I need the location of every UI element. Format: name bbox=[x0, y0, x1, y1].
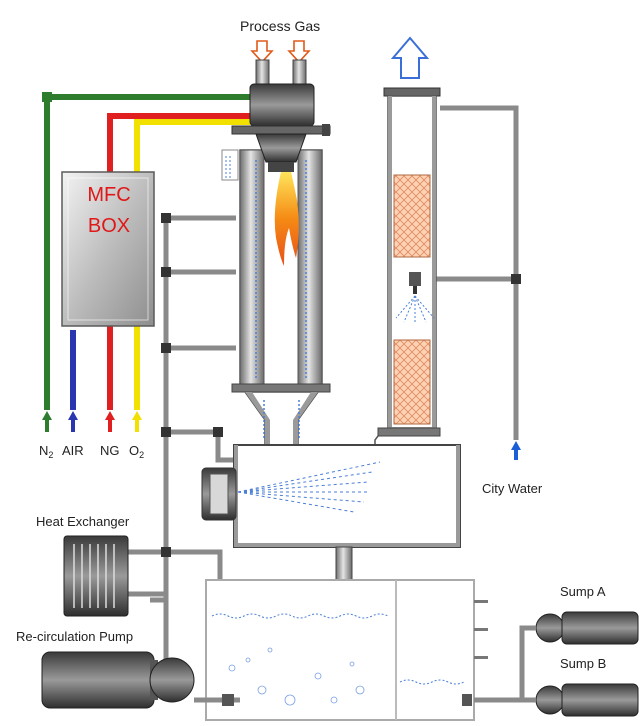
sump-a-pump bbox=[535, 611, 639, 645]
mfc-box-line2: BOX bbox=[88, 215, 130, 237]
packed-tower bbox=[374, 87, 441, 449]
city-water-tee bbox=[511, 274, 521, 284]
sump-outlet-fitting bbox=[462, 694, 472, 706]
spray-nozzle bbox=[395, 272, 435, 324]
exhaust-outlet-arrow bbox=[390, 36, 430, 79]
recirculation-pump bbox=[41, 651, 240, 709]
heat-exchanger bbox=[63, 535, 129, 617]
city-water-label: City Water bbox=[482, 481, 543, 496]
heat-exchanger-label: Heat Exchanger bbox=[36, 514, 130, 529]
gas-input-arrows bbox=[42, 411, 142, 432]
city-water-arrow bbox=[511, 441, 521, 460]
n2-label-sub: 2 bbox=[48, 450, 53, 460]
mfc-box: MFC BOX bbox=[61, 171, 155, 327]
sump-tank bbox=[205, 579, 488, 721]
combustion-chamber bbox=[221, 149, 331, 446]
recirculation-pump-label: Re-circulation Pump bbox=[16, 629, 133, 644]
coolant-piping bbox=[126, 215, 236, 700]
burner-flame bbox=[274, 172, 299, 266]
pipe-fittings-left bbox=[161, 213, 223, 557]
n2-label: N2 bbox=[39, 443, 53, 460]
sump-b-pump bbox=[535, 683, 639, 717]
sump-b-label: Sump B bbox=[560, 656, 606, 671]
quench-chamber bbox=[201, 444, 461, 548]
process-gas-inlet-arrows bbox=[250, 40, 311, 64]
process-gas-label: Process Gas bbox=[240, 18, 320, 34]
n2-label-main: N bbox=[39, 443, 48, 458]
burner-head bbox=[231, 59, 331, 172]
air-label: AIR bbox=[62, 443, 84, 458]
sump-a-label: Sump A bbox=[560, 584, 606, 599]
o2-label-sub: 2 bbox=[139, 450, 144, 460]
ng-label: NG bbox=[100, 443, 120, 458]
sump-pump-piping bbox=[474, 625, 536, 703]
o2-label-main: O bbox=[129, 443, 139, 458]
mfc-box-line1: MFC bbox=[87, 184, 130, 206]
o2-label: O2 bbox=[129, 443, 144, 460]
